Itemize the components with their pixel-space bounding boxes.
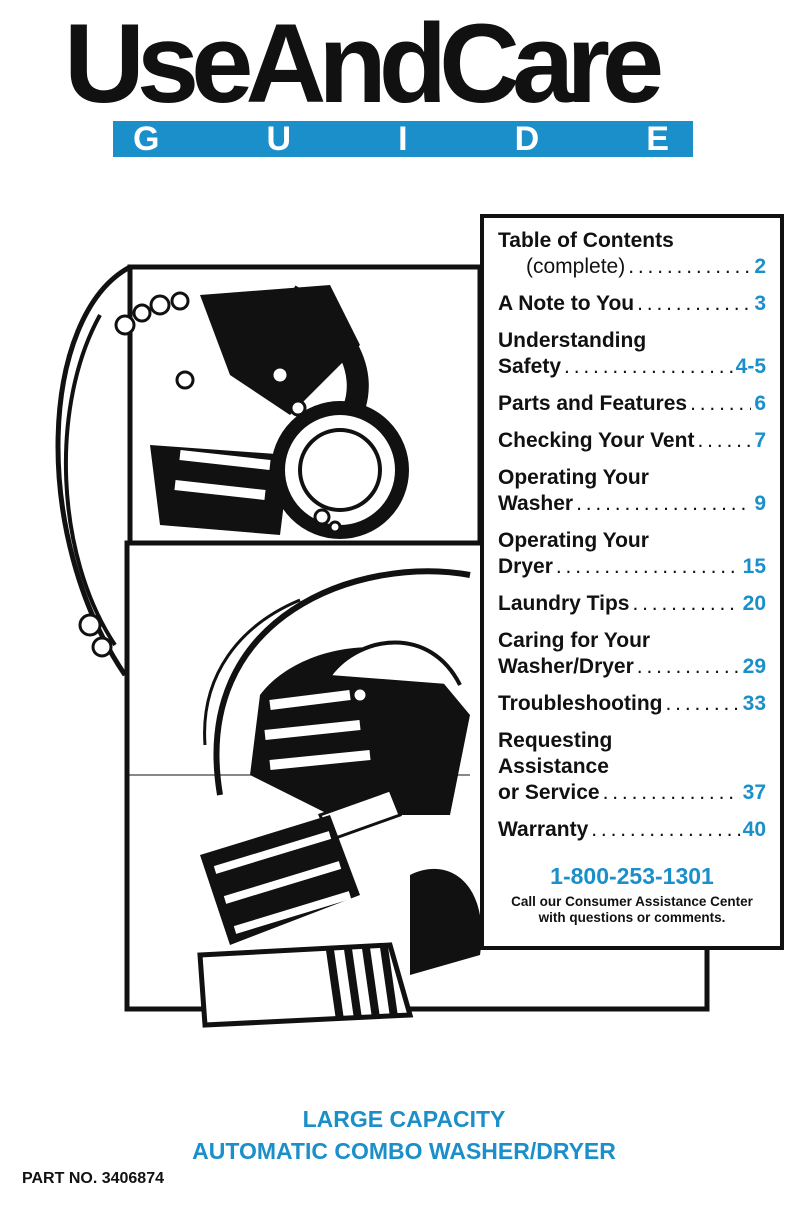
toc-entry-line: Troubleshooting 33	[498, 691, 766, 717]
toc-entry-label: Warranty	[498, 818, 589, 841]
toc-leader-dots	[697, 428, 751, 454]
toc-entry-heading: Requesting	[498, 729, 613, 752]
toc-entry: Table of Contents (complete) 2	[498, 228, 766, 280]
toc-entry-line: Laundry Tips 20	[498, 591, 766, 617]
toc-entry-line: A Note to You 3	[498, 291, 766, 317]
toc-leader-dots	[637, 654, 740, 680]
table-of-contents: Table of Contents (complete) 2 A Note to Yo…	[480, 214, 784, 950]
toc-page-number: 33	[742, 692, 766, 715]
toc-entry-heading: Understanding	[498, 329, 647, 352]
assistance-note: Call our Consumer Assistance Center with…	[498, 894, 766, 926]
toc-entry-label: Checking Your Vent	[498, 429, 695, 452]
toc-entry-label: (complete)	[526, 255, 626, 278]
phone-number: 1-800-253-1301	[550, 863, 714, 889]
toc-entry-line: Checking Your Vent 7	[498, 428, 766, 454]
toc-entry-heading: Table of Contents	[498, 229, 674, 252]
toc-list: Table of Contents (complete) 2 A Note to Yo…	[498, 228, 766, 843]
toc-leader-dots	[632, 591, 739, 617]
toc-page-number: 29	[742, 655, 766, 678]
toc-leader-dots	[576, 491, 751, 517]
toc-page-number: 40	[742, 818, 766, 841]
toc-entry-label: or Service	[498, 781, 600, 804]
toc-entry-line: (complete) 2	[498, 254, 766, 280]
toc-page-number: 7	[754, 429, 766, 452]
toc-entry-line: Safety 4-5	[498, 354, 766, 380]
toc-entry-label: Laundry Tips	[498, 592, 630, 615]
toc-leader-dots	[603, 780, 740, 806]
toc-entry: Laundry Tips 20	[498, 591, 766, 617]
toc-entry-label: Parts and Features	[498, 392, 688, 415]
product-line-1: LARGE CAPACITY	[302, 1106, 506, 1132]
toc-page-number: 6	[754, 392, 766, 415]
toc-page-number: 37	[742, 781, 766, 804]
toc-leader-dots	[637, 291, 751, 317]
cover-title: UseAndCare	[64, 1, 664, 126]
toc-entry-line: Dryer 15	[498, 554, 766, 580]
guide-banner: G U I D E	[113, 119, 693, 158]
toc-entry-heading: Operating Your	[498, 529, 649, 552]
toc-leader-dots	[690, 391, 751, 417]
toc-entry-label: Dryer	[498, 555, 553, 578]
toc-entry-line: Warranty 40	[498, 817, 766, 843]
toc-entry-line: Washer/Dryer 29	[498, 654, 766, 680]
toc-leader-dots	[591, 817, 739, 843]
guide-letter: I	[398, 119, 408, 158]
toc-page-number: 15	[742, 555, 766, 578]
guide-letter: E	[646, 119, 669, 158]
product-line-2: AUTOMATIC COMBO WASHER/DRYER	[192, 1138, 616, 1164]
toc-page-number: 4-5	[735, 355, 766, 378]
toc-leader-dots	[564, 354, 733, 380]
toc-entry-heading: Assistance	[498, 755, 609, 778]
toc-entry: Checking Your Vent 7	[498, 428, 766, 454]
toc-entry: Troubleshooting 33	[498, 691, 766, 717]
toc-entry-label: Washer	[498, 492, 574, 515]
assistance-note-line: with questions or comments.	[538, 910, 726, 925]
toc-page-number: 3	[754, 292, 766, 315]
toc-entry-label: Troubleshooting	[498, 692, 663, 715]
toc-leader-dots	[665, 691, 739, 717]
toc-entry-label: A Note to You	[498, 292, 635, 315]
toc-entry-heading: Caring for Your	[498, 629, 651, 652]
toc-page-number: 20	[742, 592, 766, 615]
part-number: PART NO. 3406874	[22, 1170, 164, 1187]
toc-page-number: 2	[754, 255, 766, 278]
toc-entry: Parts and Features 6	[498, 391, 766, 417]
guide-letter: G	[133, 119, 160, 158]
toc-leader-dots	[556, 554, 740, 580]
assistance-note-line: Call our Consumer Assistance Center	[511, 894, 753, 909]
toc-entry-heading: Operating Your	[498, 466, 649, 489]
toc-entry-line: Washer 9	[498, 491, 766, 517]
guide-letter: U	[266, 119, 292, 158]
toc-entry-line: Parts and Features 6	[498, 391, 766, 417]
toc-leader-dots	[628, 254, 751, 280]
guide-letter: D	[514, 119, 540, 158]
toc-page-number: 9	[754, 492, 766, 515]
toc-entry-label: Washer/Dryer	[498, 655, 634, 678]
toc-entry-line: or Service 37	[498, 780, 766, 806]
toc-entry-label: Safety	[498, 355, 562, 378]
toc-entry: Warranty 40	[498, 817, 766, 843]
toc-entry: A Note to You 3	[498, 291, 766, 317]
